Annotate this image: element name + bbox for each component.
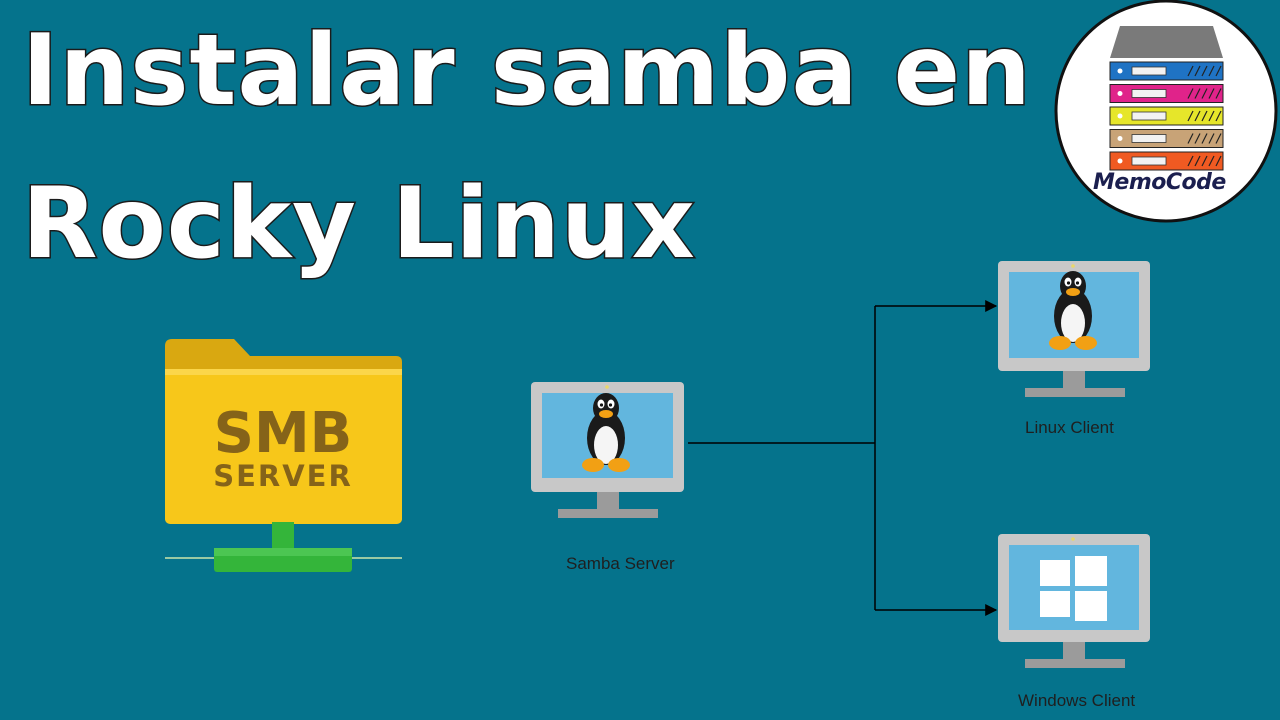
- server-led-dot: [1117, 91, 1123, 96]
- server-vent-line: [1201, 155, 1208, 167]
- samba-server-monitor-icon: [531, 382, 684, 518]
- server-vent-line: [1201, 110, 1208, 122]
- windows-logo-icon: [1040, 556, 1107, 621]
- server-vent-line: [1201, 88, 1208, 99]
- samba-server-label: Samba Server: [566, 554, 675, 573]
- connector-lines: [688, 300, 998, 616]
- server-drive-slot: [1131, 134, 1167, 143]
- memocode-logo: [1054, 0, 1278, 223]
- server-vent-line: [1187, 133, 1194, 144]
- smb-server-folder-icon: [165, 339, 402, 572]
- title-line-1: Instalar samba en: [21, 14, 1033, 128]
- server-vent-line: [1215, 88, 1222, 99]
- server-vent-line: [1215, 65, 1222, 77]
- folder-smb-text: SMB: [214, 401, 353, 466]
- server-vent-line: [1215, 110, 1222, 122]
- server-vent-line: [1208, 88, 1215, 99]
- server-vent-line: [1194, 88, 1201, 99]
- server-vent-line: [1208, 65, 1215, 77]
- folder-server-text: SERVER: [213, 459, 353, 493]
- server-drive-slot: [1131, 111, 1167, 121]
- server-led-dot: [1117, 136, 1123, 141]
- server-vent-line: [1208, 155, 1215, 167]
- server-vent-line: [1187, 155, 1194, 167]
- server-rack-stripe: [1109, 106, 1224, 126]
- server-rack-stripe: [1109, 151, 1224, 171]
- server-vent-line: [1187, 65, 1194, 77]
- server-rack-stripe: [1109, 129, 1224, 148]
- server-rack-icon: [1109, 61, 1224, 171]
- server-rack-stripe: [1109, 84, 1224, 103]
- server-vent-line: [1201, 65, 1208, 77]
- server-vent-line: [1194, 65, 1201, 77]
- linux-client-monitor-icon: [998, 261, 1150, 397]
- windows-client-monitor-icon: [998, 534, 1150, 668]
- server-rack-stripe: [1109, 61, 1224, 81]
- server-led-dot: [1117, 113, 1123, 119]
- server-vent-line: [1194, 133, 1201, 144]
- server-led-dot: [1117, 158, 1123, 164]
- memocode-logo-text: MemoCode: [1093, 170, 1226, 195]
- server-drive-slot: [1131, 89, 1167, 98]
- server-vent-line: [1194, 155, 1201, 167]
- server-vent-line: [1194, 110, 1201, 122]
- server-drive-slot: [1131, 156, 1167, 166]
- server-vent-line: [1187, 88, 1194, 99]
- linux-client-label: Linux Client: [1025, 418, 1114, 437]
- server-vent-line: [1208, 133, 1215, 144]
- server-vent-line: [1201, 133, 1208, 144]
- server-vent-line: [1187, 110, 1194, 122]
- server-drive-slot: [1131, 66, 1167, 76]
- server-vent-line: [1215, 155, 1222, 167]
- title-line-2: Rocky Linux: [21, 167, 697, 281]
- server-vent-line: [1208, 110, 1215, 122]
- server-led-dot: [1117, 68, 1123, 74]
- windows-client-label: Windows Client: [1018, 691, 1136, 710]
- server-vent-line: [1215, 133, 1222, 144]
